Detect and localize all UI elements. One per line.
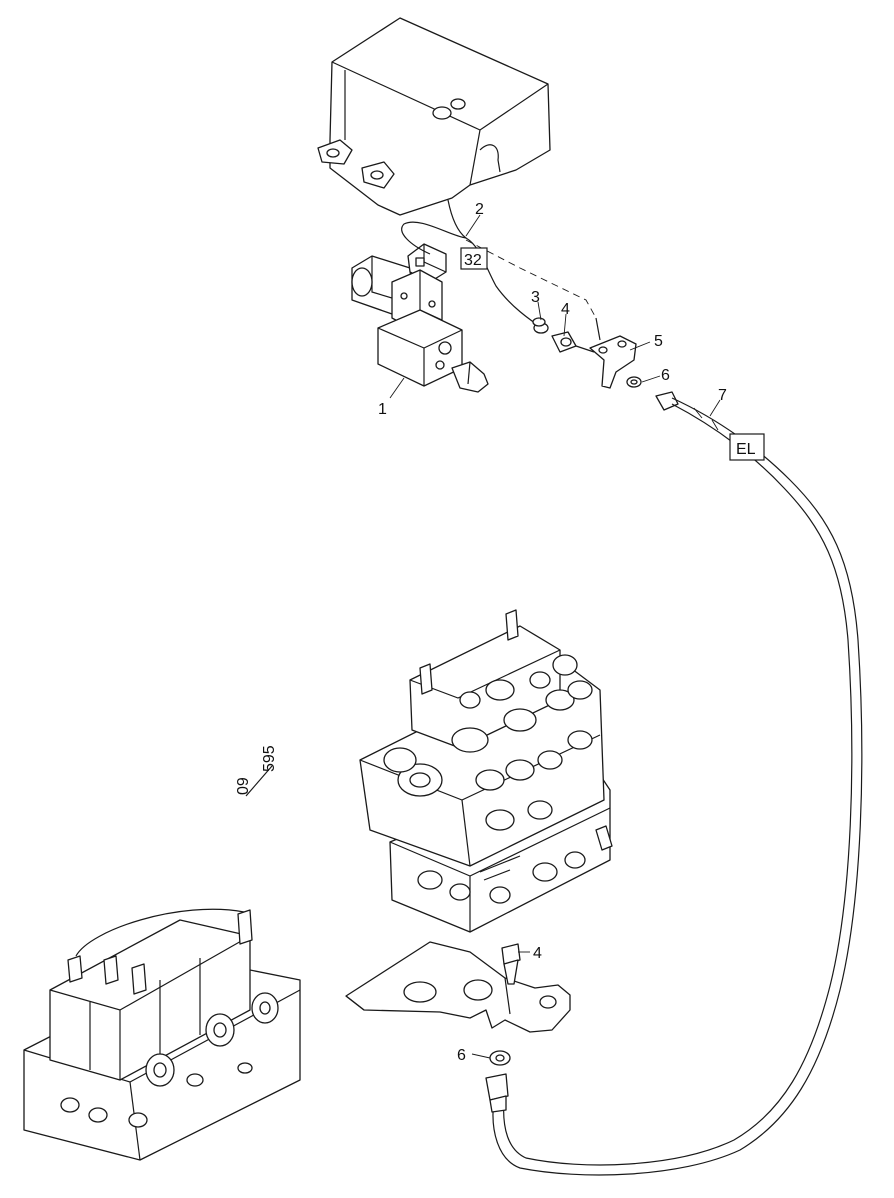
- leader-lines: [389, 214, 721, 1059]
- main-control-valve: [359, 609, 613, 933]
- connector-4: [551, 331, 595, 353]
- bracket-5: [589, 335, 637, 389]
- page-ref-bottom: 595: [261, 745, 278, 772]
- solenoid-valve-bank: [23, 908, 301, 1161]
- ref-box-el-label: EL: [736, 441, 756, 458]
- callout-1: 1: [378, 401, 387, 418]
- page-ref-top: 09: [235, 777, 252, 795]
- connector-3: [532, 317, 549, 334]
- callout-5: 5: [654, 333, 663, 350]
- ref-box-32: 32: [460, 247, 488, 270]
- callout-3: 3: [531, 289, 540, 306]
- callout-7: 7: [718, 387, 727, 404]
- mounting-bracket: [345, 941, 571, 1033]
- ref-box-32-label: 32: [464, 252, 482, 269]
- hose-end-fitting: [485, 1073, 509, 1113]
- callout-6-lower: 6: [457, 1047, 466, 1064]
- ref-box-el: EL: [729, 433, 765, 461]
- nut-6-lower: [489, 1050, 511, 1066]
- control-box: [317, 17, 551, 216]
- callout-4: 4: [561, 301, 570, 318]
- callout-4-lower: 4: [533, 945, 542, 962]
- hose-7: [492, 391, 863, 1176]
- page-reference: 09 595: [235, 745, 278, 797]
- nut-6: [626, 376, 642, 388]
- callout-2: 2: [475, 201, 484, 218]
- fitting-4-lower: [501, 943, 521, 985]
- solenoid-valve: [351, 243, 489, 393]
- callout-6: 6: [661, 367, 670, 384]
